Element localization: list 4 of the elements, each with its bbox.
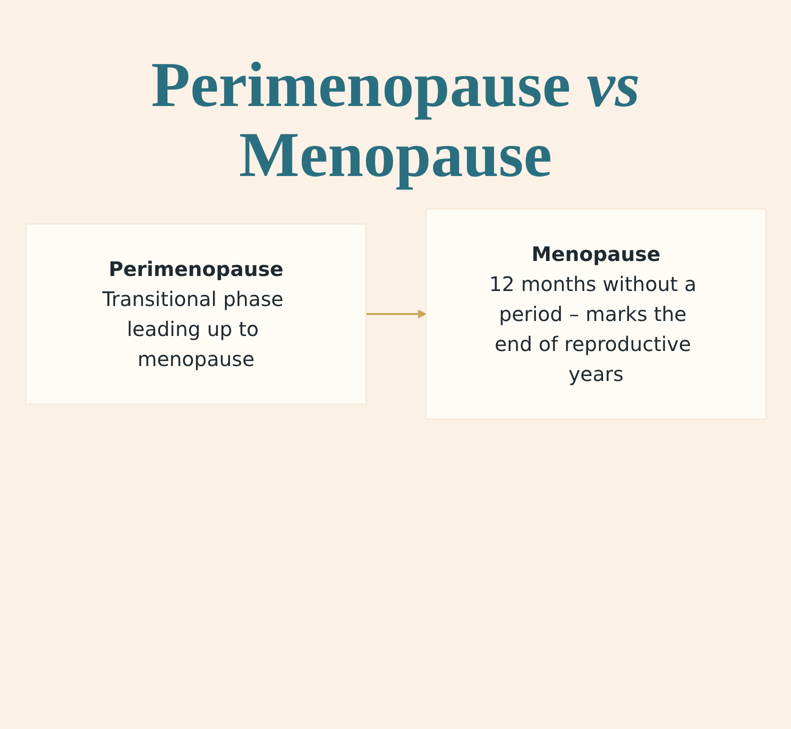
arrow <box>366 309 426 318</box>
title: Perimenopause vs Menopause <box>150 50 641 191</box>
node-box: Perimenopause Transitional phase leading up to menopause <box>25 223 366 404</box>
node-box: Menopause 12 months without a period – marks the end of reproductive years <box>425 208 766 420</box>
